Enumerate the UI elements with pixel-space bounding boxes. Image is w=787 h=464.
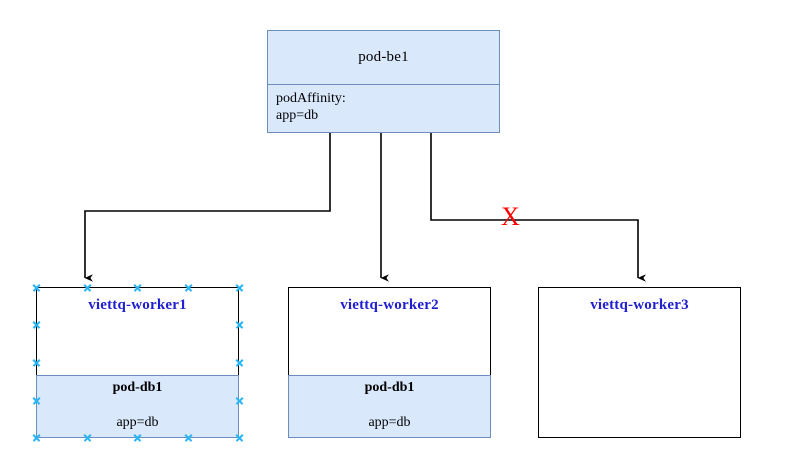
node-pod-be1[interactable]: pod-be1 podAffinity: app=db <box>267 30 500 133</box>
worker2-label: viettq-worker2 <box>340 297 439 313</box>
resize-handle-n-right[interactable] <box>184 283 193 292</box>
resize-handle-e-upper[interactable] <box>235 320 244 329</box>
resize-handle-ne[interactable] <box>235 283 244 292</box>
resize-handle-w[interactable] <box>32 358 41 367</box>
resize-handle-se[interactable] <box>235 433 244 442</box>
worker1-pod-label: app=db <box>116 415 159 430</box>
resize-handle-w-lower[interactable] <box>32 396 41 405</box>
worker2-pod-name: pod-db1 <box>364 380 415 395</box>
worker1-label: viettq-worker1 <box>88 297 187 313</box>
node-viettq-worker3[interactable]: viettq-worker3 <box>538 287 741 438</box>
worker3-label: viettq-worker3 <box>590 297 689 313</box>
resize-handle-s[interactable] <box>133 433 142 442</box>
connector-pod-be1-to-worker3 <box>430 133 646 282</box>
worker2-pod-db1[interactable]: pod-db1 app=db <box>288 375 491 438</box>
pod-be1-affinity-value: app=db <box>276 108 319 123</box>
resize-handle-n[interactable] <box>133 283 142 292</box>
resize-handle-nw[interactable] <box>32 283 41 292</box>
worker1-pod-name: pod-db1 <box>112 380 163 395</box>
blocked-x-icon: X <box>501 202 520 231</box>
resize-handle-s-left[interactable] <box>83 433 92 442</box>
pod-be1-affinity: podAffinity: app=db <box>268 85 499 133</box>
pod-be1-affinity-key: podAffinity: <box>276 91 346 106</box>
worker1-pod-db1[interactable]: pod-db1 app=db <box>36 375 239 438</box>
resize-handle-e-lower[interactable] <box>235 396 244 405</box>
resize-handle-w-upper[interactable] <box>32 320 41 329</box>
worker2-pod-label: app=db <box>368 415 411 430</box>
pod-be1-title: pod-be1 <box>268 31 499 85</box>
node-viettq-worker2[interactable]: viettq-worker2 pod-db1 app=db <box>288 287 491 438</box>
connector-pod-be1-to-worker1 <box>84 133 331 282</box>
resize-handle-sw[interactable] <box>32 433 41 442</box>
resize-handle-e[interactable] <box>235 358 244 367</box>
node-viettq-worker1[interactable]: viettq-worker1 pod-db1 app=db <box>36 287 239 438</box>
resize-handle-s-right[interactable] <box>184 433 193 442</box>
resize-handle-n-left[interactable] <box>83 283 92 292</box>
